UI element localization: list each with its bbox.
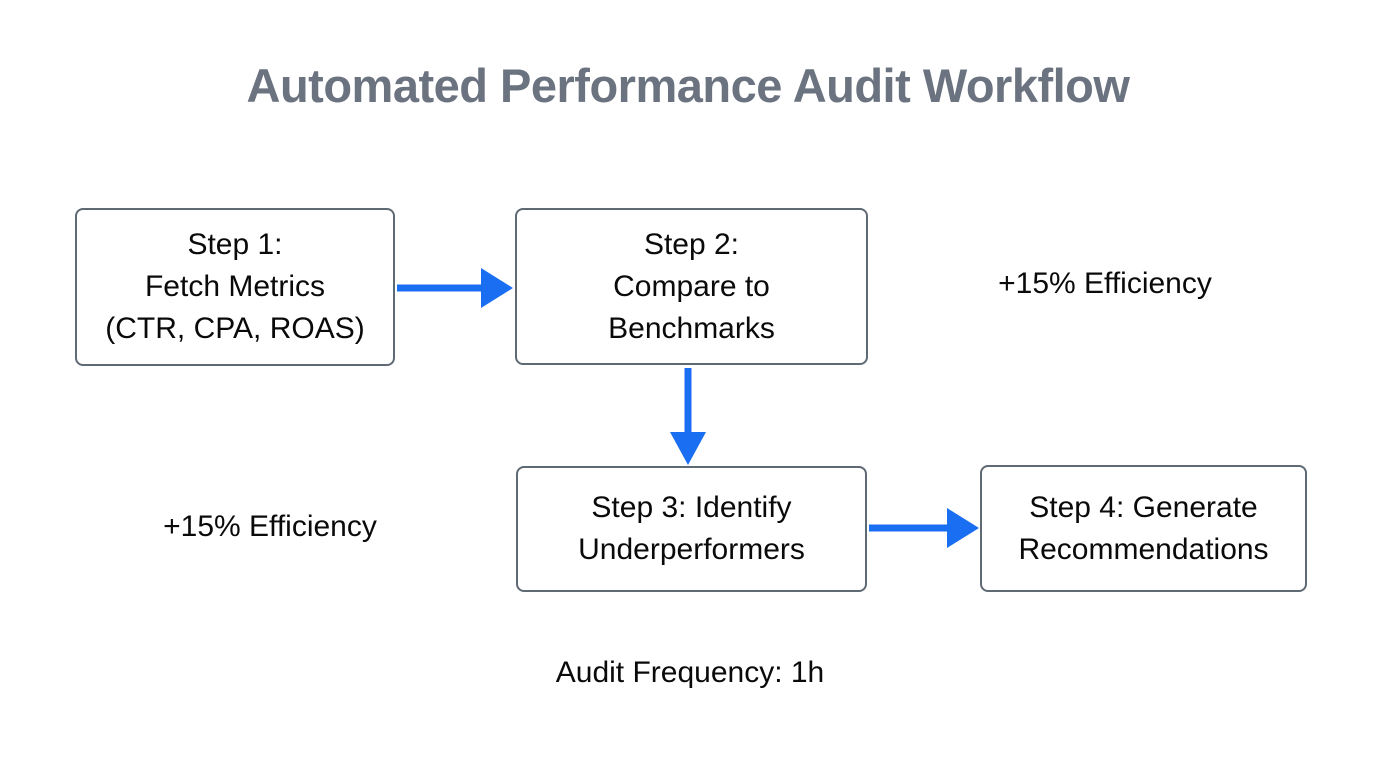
- node-step1-line1: Step 1:: [187, 228, 283, 261]
- flowchart-node-step1: Step 1: Fetch Metrics (CTR, CPA, ROAS): [75, 208, 395, 366]
- node-step2-line3: Benchmarks: [608, 311, 775, 345]
- annotation-efficiency-right: +15% Efficiency: [998, 267, 1212, 300]
- node-step2-line2: Compare to: [613, 269, 770, 303]
- arrow-step3-step4: [869, 508, 979, 548]
- annotation-efficiency-left: +15% Efficiency: [163, 510, 377, 543]
- flowchart-node-step4: Step 4: Generate Recommendations: [980, 465, 1307, 592]
- arrow-step1-step2: [397, 268, 513, 308]
- flowchart-node-step3: Step 3: Identify Underperformers: [516, 466, 867, 592]
- node-step2-line1: Step 2:: [643, 227, 740, 261]
- node-step4-line2: Recommendations: [1018, 532, 1269, 566]
- node-step3-line1: Step 3: Identify: [591, 491, 792, 524]
- node-step3-line2: Underperformers: [578, 533, 805, 566]
- annotation-audit-frequency: Audit Frequency: 1h: [555, 656, 825, 689]
- diagram-title: Automated Performance Audit Workflow: [246, 59, 1130, 112]
- arrow-step2-step3: [670, 368, 706, 465]
- flowchart-node-step2: Step 2: Compare to Benchmarks: [515, 208, 868, 365]
- node-step1-line3: (CTR, CPA, ROAS): [105, 312, 365, 345]
- node-step4-line1: Step 4: Generate: [1029, 490, 1258, 524]
- node-step1-line2: Fetch Metrics: [144, 270, 326, 303]
